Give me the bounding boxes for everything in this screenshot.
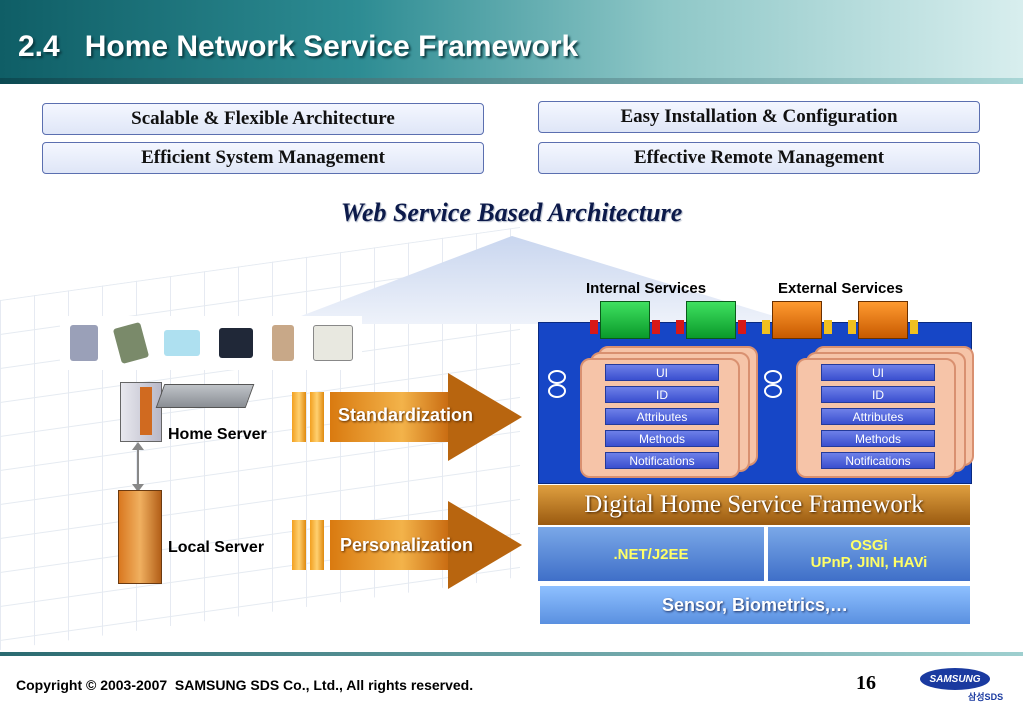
connector-icon <box>764 384 782 398</box>
service-tag <box>848 320 856 334</box>
connector-icon <box>764 370 782 384</box>
service-tag <box>676 320 684 334</box>
field-id: ID <box>605 386 719 403</box>
service-tag <box>590 320 598 334</box>
connector-icon <box>548 370 566 384</box>
framework-title: Digital Home Service Framework <box>538 485 970 525</box>
personalization-label: Personalization <box>340 535 474 555</box>
external-services-label: External Services <box>778 280 904 297</box>
standardization-arrow-body <box>330 392 450 442</box>
field-methods: Methods <box>821 430 935 447</box>
feature-remote-management: Effective Remote Management <box>538 142 980 174</box>
standardization-label: Standardization <box>338 405 474 425</box>
osgi-layer: OSGi UPnP, JINI, HAVi <box>768 527 970 581</box>
service-tag <box>824 320 832 334</box>
appliance-icon <box>271 325 294 361</box>
field-id: ID <box>821 386 935 403</box>
server-link <box>132 442 144 492</box>
personalization-arrow-body <box>330 520 450 570</box>
external-service-box <box>858 301 908 339</box>
local-server-label: Local Server <box>168 539 265 556</box>
page-title: 2.4 Home Network Service Framework <box>18 30 579 63</box>
footer-divider <box>0 652 1023 656</box>
feature-easy-install: Easy Installation & Configuration <box>538 101 980 133</box>
internal-services-label: Internal Services <box>586 280 707 297</box>
arrow-bar <box>292 392 306 442</box>
roof-shape <box>280 236 800 324</box>
copyright-text: Copyright © 2003-2007 SAMSUNG SDS Co., L… <box>16 677 474 693</box>
service-tag <box>652 320 660 334</box>
osgi-label: OSGi <box>850 537 888 554</box>
network-switch-icon <box>155 384 255 408</box>
personalization-arrow-head <box>448 501 522 589</box>
net-j2ee-label: .NET/J2EE <box>613 545 689 563</box>
local-server-icon <box>118 490 162 584</box>
home-server-stripe <box>140 387 152 435</box>
field-ui: UI <box>605 364 719 381</box>
title-bar <box>0 0 1023 84</box>
external-service-box <box>772 301 822 339</box>
laptop-icon <box>218 328 253 358</box>
field-attributes: Attributes <box>605 408 719 425</box>
arrow-bar <box>310 392 324 442</box>
pda-icon <box>69 325 98 361</box>
arrow-bar <box>310 520 324 570</box>
net-j2ee-layer: .NET/J2EE <box>538 527 764 581</box>
sensor-layer: Sensor, Biometrics,… <box>540 586 970 624</box>
field-methods: Methods <box>605 430 719 447</box>
service-tag <box>762 320 770 334</box>
desktop-pc-icon <box>312 325 353 361</box>
arrow-bar <box>292 520 306 570</box>
mobile-phone-icon <box>112 321 149 365</box>
samsung-logo: SAMSUNG <box>920 668 990 690</box>
device-strip <box>60 316 362 370</box>
standardization-arrow-head <box>448 373 522 461</box>
upnp-label: UPnP, JINI, HAVi <box>810 554 928 571</box>
field-notifications: Notifications <box>605 452 719 469</box>
internal-service-box <box>686 301 736 339</box>
service-tag <box>910 320 918 334</box>
home-server-label: Home Server <box>168 426 267 443</box>
page-number: 16 <box>856 672 876 694</box>
feature-scalable: Scalable & Flexible Architecture <box>42 103 484 135</box>
service-tag <box>738 320 746 334</box>
internal-service-box <box>600 301 650 339</box>
field-notifications: Notifications <box>821 452 935 469</box>
feature-efficient-management: Efficient System Management <box>42 142 484 174</box>
architecture-heading: Web Service Based Architecture <box>340 198 683 227</box>
field-attributes: Attributes <box>821 408 935 425</box>
samsung-sds-label: 삼성SDS <box>968 692 1004 702</box>
connector-icon <box>548 384 566 398</box>
field-ui: UI <box>821 364 935 381</box>
tablet-icon <box>163 330 200 356</box>
